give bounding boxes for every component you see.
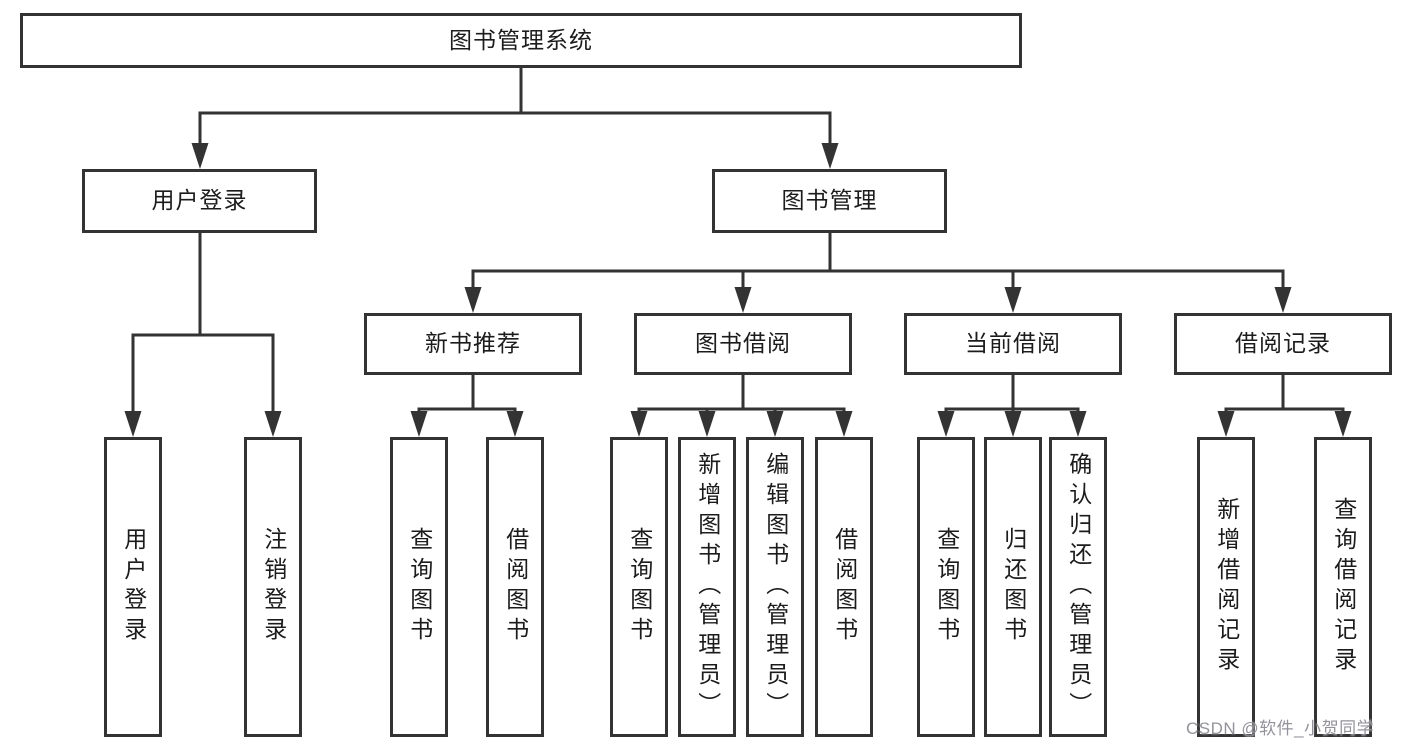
node-user-login: 用户登录 [82,169,317,233]
node-borrow-records: 借阅记录 [1174,313,1392,375]
node-add-book-admin: 新增图书（管理员） [678,437,736,737]
node-borrow-books-recommend: 借阅图书 [486,437,544,737]
node-add-borrow-record: 新增借阅记录 [1197,437,1255,737]
node-user-login-leaf: 用户登录 [104,437,162,737]
node-query-books-current: 查询图书 [917,437,975,737]
node-query-borrow-record: 查询借阅记录 [1314,437,1372,737]
node-query-books-borrow: 查询图书 [610,437,668,737]
node-edit-book-admin: 编辑图书（管理员） [746,437,804,737]
node-query-books-recommend: 查询图书 [390,437,448,737]
node-root: 图书管理系统 [20,13,1022,68]
node-logout: 注销登录 [244,437,302,737]
watermark: CSDN @软件_小贺同学 [1186,719,1375,738]
node-confirm-return-admin: 确认归还（管理员） [1049,437,1107,737]
node-current-borrow: 当前借阅 [904,313,1122,375]
node-borrow-books-leaf: 借阅图书 [815,437,873,737]
node-return-books: 归还图书 [984,437,1042,737]
node-book-borrow: 图书借阅 [634,313,852,375]
node-new-book-recommend: 新书推荐 [364,313,582,375]
node-book-management: 图书管理 [712,169,947,233]
